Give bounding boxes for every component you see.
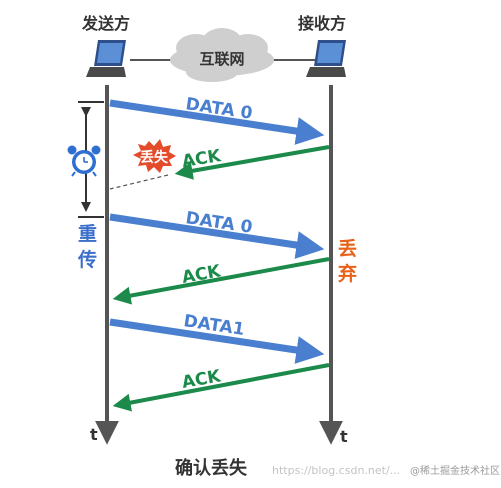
data-message-3: DATA1 [109,311,325,364]
retransmit-label-2: 传 [77,248,97,271]
watermark: https://blog.csdn.net/... [272,464,400,477]
data-message-1: DATA 0 [109,94,325,145]
lost-label: 丢失 [140,149,169,166]
caption: 确认丢失 [175,457,248,479]
discard-label-1: 丢 [338,237,357,260]
receiver-label: 接收方 [298,14,346,33]
message-label: ACK [180,366,223,393]
ack-message-1-lost: ACK [109,145,330,190]
time-label-left: t [90,425,98,444]
network-label: 互联网 [199,50,244,68]
cloud-icon [170,28,274,82]
time-label-right: t [340,427,348,446]
burst-icon [133,139,176,173]
message-label: ACK [180,261,223,288]
alarm-clock-icon [67,145,101,177]
data-message-2: DATA 0 [109,208,325,259]
sender-label: 发送方 [81,14,130,33]
ack-message-2: ACK [112,257,330,305]
discard-label-2: 弃 [338,262,357,285]
watermark-brand: @稀土掘金技术社区 [410,464,500,477]
laptop-icon [86,40,126,77]
lost-path [109,174,169,190]
retransmit-label-1: 重 [78,223,97,245]
ack-message-3: ACK [112,363,330,412]
laptop-icon [306,40,346,77]
